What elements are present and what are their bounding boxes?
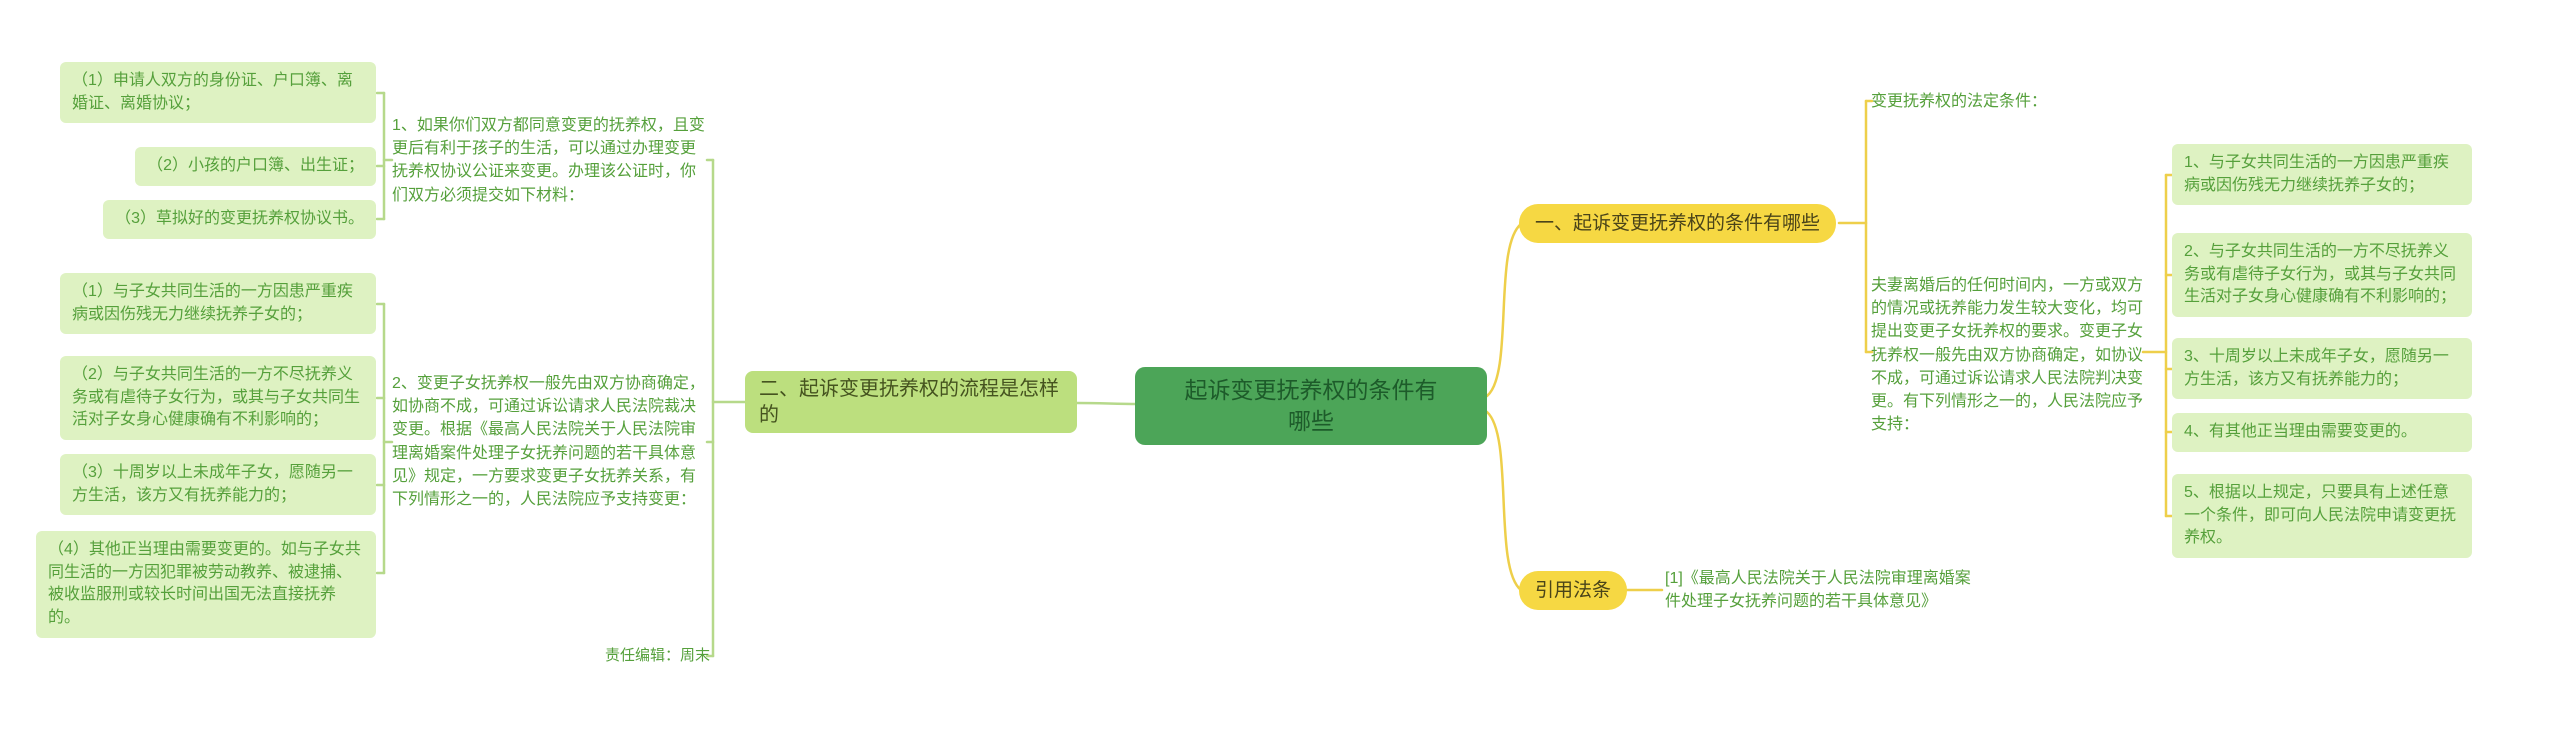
condition-item-5[interactable]: 5、根据以上规定，只要具有上述任意一个条件，即可向人民法院申请变更抚养权。: [2172, 474, 2472, 559]
editor-note: 责任编辑：周末: [604, 647, 710, 664]
citation-branch-node[interactable]: 引用法条: [1519, 571, 1628, 610]
left-block1-item-1[interactable]: （1）申请人双方的身份证、户口簿、离婚证、离婚协议；: [60, 62, 376, 124]
citation-text: [1]《最高人民法院关于人民法院审理离婚案件处理子女抚养问题的若干具体意见》: [1665, 570, 1971, 611]
left-block2-item-1[interactable]: （1）与子女共同生活的一方因患严重疾病或因伤残无力继续抚养子女的；: [60, 273, 376, 335]
condition-item-3[interactable]: 3、十周岁以上未成年子女，愿随另一方生活，该方又有抚养能力的；: [2172, 338, 2472, 400]
condition-item-4[interactable]: 4、有其他正当理由需要变更的。: [2172, 413, 2472, 452]
root-node[interactable]: 起诉变更抚养权的条件有哪些: [1135, 367, 1487, 445]
left-block1-text: 1、如果你们双方都同意变更的抚养权，且变更后有利于孩子的生活，可以通过办理变更抚…: [392, 117, 705, 204]
left-block2-text: 2、变更子女抚养权一般先由双方协商确定，如协商不成，可通过诉讼请求人民法院裁决变…: [392, 375, 705, 508]
left-block2-item-2[interactable]: （2）与子女共同生活的一方不尽抚养义务或有虐待子女行为，或其与子女共同生活对子女…: [60, 356, 376, 441]
left-block2-item-3[interactable]: （3）十周岁以上未成年子女，愿随另一方生活，该方又有抚养能力的；: [60, 454, 376, 516]
condition-item-1[interactable]: 1、与子女共同生活的一方因患严重疾病或因伤残无力继续抚养子女的；: [2172, 144, 2472, 206]
left-block2-item-4[interactable]: （4）其他正当理由需要变更的。如与子女共同生活的一方因犯罪被劳动教养、被逮捕、被…: [36, 531, 376, 638]
left-block1-item-2[interactable]: （2）小孩的户口簿、出生证；: [135, 147, 376, 186]
conditions-branch-node[interactable]: 一、起诉变更抚养权的条件有哪些: [1519, 204, 1837, 243]
conditions-intro-label: 变更抚养权的法定条件：: [1871, 93, 2048, 110]
left-branch-node[interactable]: 二、起诉变更抚养权的流程是怎样的: [745, 371, 1077, 433]
conditions-paragraph: 夫妻离婚后的任何时间内，一方或双方的情况或抚养能力发生较大变化，均可提出变更子女…: [1871, 277, 2144, 434]
condition-item-2[interactable]: 2、与子女共同生活的一方不尽抚养义务或有虐待子女行为，或其与子女共同生活对子女身…: [2172, 233, 2472, 318]
left-block1-item-3[interactable]: （3）草拟好的变更抚养权协议书。: [103, 200, 376, 239]
